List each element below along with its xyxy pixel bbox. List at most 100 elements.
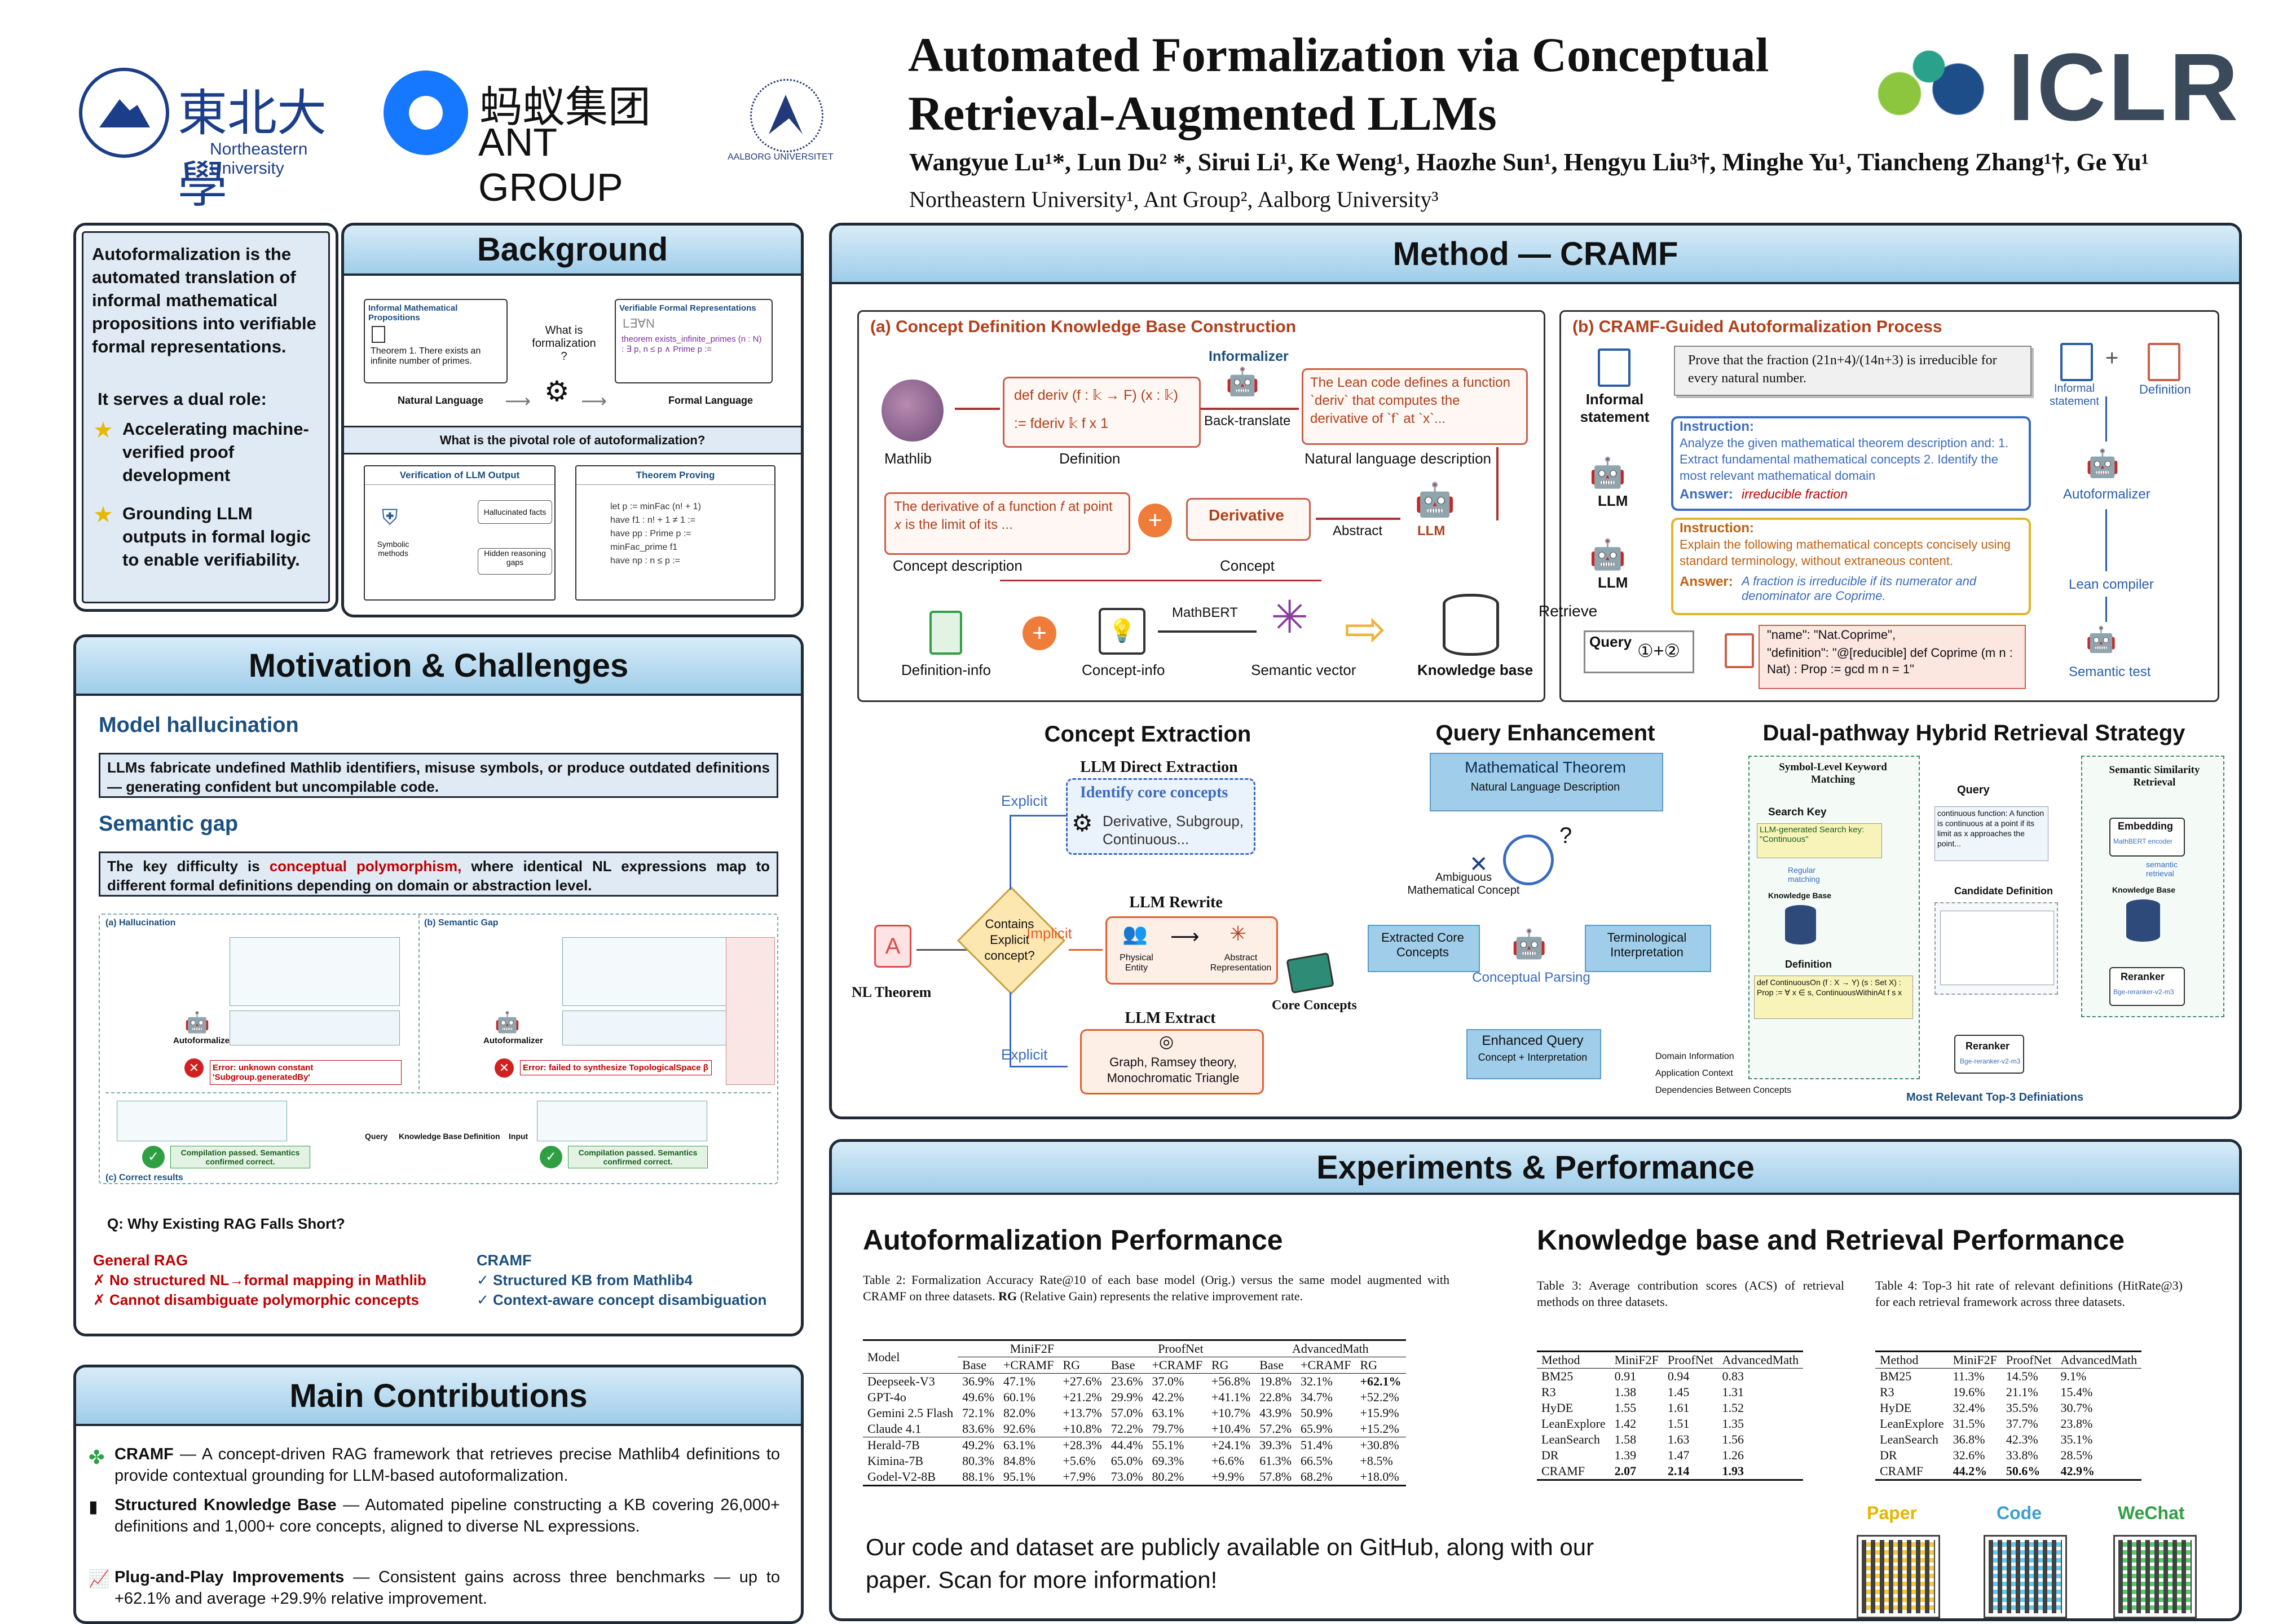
background-panel: Background Informal Mathematical Proposi… <box>341 223 804 617</box>
plus-icon: + <box>1138 504 1172 537</box>
table-cell: 57.2% <box>1259 1422 1292 1436</box>
method-title: Method — CRAMF <box>832 226 2239 284</box>
role-2: Grounding LLM outputs in formal logic to… <box>122 504 311 570</box>
document-icon <box>2148 343 2180 381</box>
table-cell: 1.56 <box>1722 1432 1744 1446</box>
wechat-qr[interactable] <box>2113 1535 2197 1618</box>
table-cell: 0.94 <box>1667 1369 1690 1383</box>
table-cell: 80.3% <box>962 1454 994 1468</box>
robot-icon: 🤖 <box>2086 626 2117 654</box>
database-icon <box>2126 899 2160 942</box>
dual-pathway-title: Dual-pathway Hybrid Retrieval Strategy <box>1762 721 2185 745</box>
affiliations: Northeastern University¹, Ant Group², Aa… <box>909 187 1439 212</box>
table-cell: 69.3% <box>1152 1454 1184 1468</box>
why-rag: Q: Why Existing RAG Falls Short? <box>107 1215 345 1232</box>
table-cell: +62.1% <box>1360 1374 1402 1388</box>
table-cell: +15.2% <box>1360 1422 1399 1436</box>
table-cell: 39.3% <box>1259 1438 1292 1452</box>
robot-icon: 🤖 <box>1226 367 1259 397</box>
star-icon: ★ <box>93 418 113 443</box>
arrow-icon: ⟶ <box>505 391 531 411</box>
background-title: Background <box>344 226 801 276</box>
table-cell: 29.9% <box>1110 1390 1143 1404</box>
table-cell: Claude 4.1 <box>867 1422 922 1436</box>
table-cell: 0.83 <box>1722 1369 1744 1383</box>
table-cell: 1.38 <box>1614 1385 1637 1399</box>
table-cell: 32.4% <box>1953 1401 1985 1415</box>
kb-performance-title: Knowledge base and Retrieval Performance <box>1537 1224 2125 1256</box>
check-icon: ✓ <box>540 1146 562 1168</box>
table-cell: 1.45 <box>1667 1385 1690 1399</box>
table-cell: 11.3% <box>1953 1369 1985 1383</box>
iclr-text: ICLR <box>2008 34 2241 141</box>
query-enhancement-title: Query Enhancement <box>1435 721 1655 745</box>
auto-performance-title: Autoformalization Performance <box>863 1224 1283 1256</box>
table-cell: R3 <box>1880 1385 1894 1399</box>
table-cell: Gemini 2.5 Flash <box>867 1406 954 1420</box>
robot-icon: 🤖 <box>1511 928 1547 960</box>
table-cell: 65.0% <box>1110 1454 1143 1468</box>
semantic-gap-heading: Semantic gap <box>99 812 239 836</box>
paper-qr[interactable] <box>1857 1535 1940 1618</box>
table-cell: +9.9% <box>1211 1469 1245 1484</box>
table-cell: +10.7% <box>1211 1406 1251 1420</box>
table-cell: 42.9% <box>2060 1464 2095 1478</box>
contributions-title: Main Contributions <box>76 1367 801 1426</box>
table-cell: 32.6% <box>1953 1448 1985 1462</box>
table-cell: 72.2% <box>1110 1422 1143 1436</box>
experiments-title: Experiments & Performance <box>832 1142 2239 1195</box>
table-cell: 80.2% <box>1152 1469 1184 1484</box>
table-cell: 1.51 <box>1667 1416 1690 1431</box>
verification-box: Verification of LLM Output ⛨ Symbolic me… <box>364 465 556 601</box>
nl-label: Natural Language <box>398 395 484 406</box>
robot-icon: 🤖 <box>2086 449 2119 479</box>
table-cell: 37.7% <box>2006 1416 2038 1431</box>
table-cell: 50.9% <box>1301 1406 1333 1420</box>
database-icon <box>1785 905 1816 945</box>
table-cell: 1.58 <box>1614 1432 1637 1446</box>
formal-box: Verifiable Formal Representations L∃∀N t… <box>615 299 773 383</box>
database-icon: ▮ <box>89 1498 98 1516</box>
table2-caption: Table 2: Formalization Accuracy Rate@10 … <box>863 1273 1449 1303</box>
table-cell: 44.4% <box>1110 1438 1143 1452</box>
table-cell: 1.47 <box>1667 1448 1690 1462</box>
table-cell: 22.8% <box>1259 1390 1292 1404</box>
table-cell: LeanSearch <box>1541 1432 1600 1446</box>
authors: Wangyue Lu¹*, Lun Du² *, Sirui Li¹, Ke W… <box>909 148 2149 176</box>
table-cell: BM25 <box>1541 1369 1574 1383</box>
table-cell: 84.8% <box>1003 1454 1035 1468</box>
llm-icon: 🤖 <box>1414 482 1456 518</box>
table-cell: 19.6% <box>1953 1385 1985 1399</box>
document-icon <box>929 611 962 655</box>
table-cell: 1.39 <box>1614 1448 1637 1462</box>
table-cell: +27.6% <box>1063 1374 1102 1388</box>
table-cell: 47.1% <box>1003 1374 1035 1388</box>
table-cell: 21.1% <box>2006 1385 2038 1399</box>
nl-theorem-icon: A <box>874 925 911 968</box>
arrow-icon: ⟶ <box>581 391 607 411</box>
table-cell: LeanExplore <box>1541 1416 1606 1431</box>
table-cell: +30.8% <box>1360 1438 1399 1452</box>
table-cell: 1.26 <box>1722 1448 1744 1462</box>
shield-icon: ⛨ <box>382 506 398 529</box>
code-qr[interactable] <box>1984 1535 2067 1618</box>
availability-text: Our code and dataset are publicly availa… <box>866 1534 1594 1593</box>
table-cell: 57.8% <box>1259 1469 1292 1484</box>
wechat-label: WeChat <box>2118 1503 2185 1523</box>
intro-text: Autoformalization is the automated trans… <box>92 244 316 356</box>
logo-neu: 東北大學 Northeastern University <box>79 68 372 214</box>
table-cell: 15.4% <box>2060 1385 2093 1399</box>
table-cell: 42.3% <box>2006 1432 2038 1446</box>
table-cell: 9.1% <box>2060 1369 2087 1383</box>
table-cell: 1.93 <box>1722 1464 1744 1478</box>
neu-seal-icon <box>79 68 169 158</box>
ant-logo-icon <box>384 70 468 155</box>
